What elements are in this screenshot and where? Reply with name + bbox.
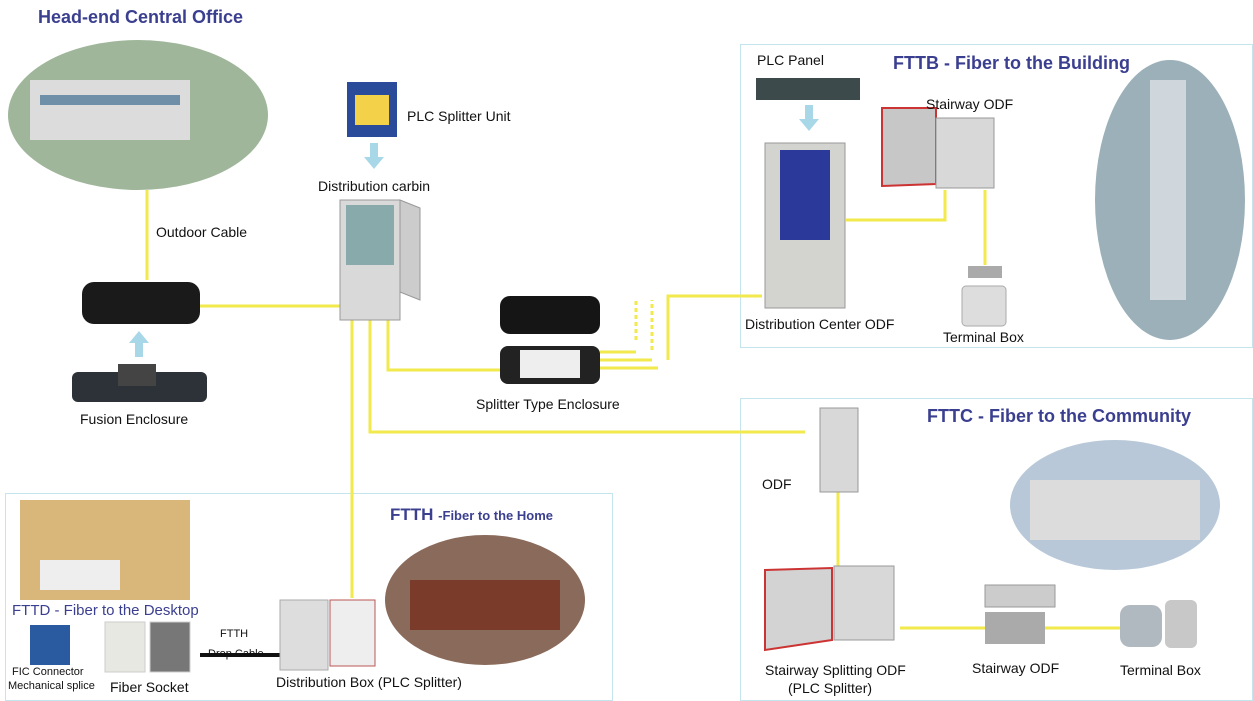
plc-splitter-unit-label: PLC Splitter Unit [407, 108, 511, 124]
arrows [129, 105, 819, 357]
odf-label: ODF [762, 476, 792, 492]
splitter-out-lines [600, 350, 658, 370]
terminal-box-fttc-image [1120, 605, 1162, 647]
mechanical-splice-label: Mechanical splice [8, 680, 95, 692]
plc-panel-image [756, 78, 860, 100]
fttc-title: FTTC - Fiber to the Community [927, 406, 1191, 426]
fic-connector-image [30, 625, 70, 665]
odf-to-stairway-line [846, 190, 947, 222]
ftth-title: FTTH -Fiber to the Home [390, 505, 553, 525]
stairway-splitting-odf-label: Stairway Splitting ODF [765, 662, 906, 678]
ftth-title-main: FTTH [390, 505, 434, 524]
fusion-enclosure-label: Fusion Enclosure [80, 411, 189, 427]
fusion-enclosure-image [72, 372, 207, 402]
arrow-down-icon [364, 143, 384, 169]
drop-cable-label-2: Drop Cable [208, 648, 264, 660]
cabin-to-splitter-line [386, 318, 502, 372]
terminal-box-fttc-label: Terminal Box [1120, 662, 1201, 678]
distribution-box-image [279, 599, 329, 671]
plc-splitter-label: (PLC Splitter) [788, 680, 873, 696]
odf-image [819, 407, 859, 493]
splitter-enclosure-label: Splitter Type Enclosure [476, 396, 620, 412]
fiber-socket-image [104, 621, 146, 673]
fic-connector-label: FIC Connector [12, 666, 84, 678]
cabin-to-fttc-line [368, 318, 805, 434]
distribution-center-odf-label: Distribution Center ODF [745, 316, 895, 332]
head-end-title: Head-end Central Office [38, 7, 244, 27]
fttb-title: FTTB - Fiber to the Building [893, 53, 1130, 73]
stairway-odf-fttc-image [984, 584, 1056, 608]
distribution-box-label: Distribution Box (PLC Splitter) [276, 674, 462, 690]
fiber-socket-label: Fiber Socket [110, 679, 189, 695]
stairway-odf-fttc-label: Stairway ODF [972, 660, 1060, 676]
drop-cable-label-1: FTTH [220, 628, 249, 640]
distribution-cabin-label: Distribution carbin [318, 178, 431, 194]
outdoor-cable-label: Outdoor Cable [156, 224, 248, 240]
arrow-down-icon [799, 105, 819, 131]
plc-panel-label: PLC Panel [757, 52, 824, 68]
splitter-to-odf-line [666, 294, 762, 360]
stairway-odf-image [881, 107, 937, 188]
cable-closure-image [82, 282, 200, 324]
ftth-title-sub: -Fiber to the Home [438, 508, 554, 523]
fiber-lines [145, 190, 1122, 630]
stairway-odf-label: Stairway ODF [926, 96, 1014, 112]
fttd-title: FTTD - Fiber to the Desktop [12, 602, 199, 619]
terminal-box-label: Terminal Box [943, 329, 1024, 345]
terminal-box-image [968, 266, 1002, 278]
stairway-splitting-odf-image [764, 566, 833, 652]
enclosure-image [500, 296, 600, 334]
arrow-up-icon [129, 331, 149, 357]
